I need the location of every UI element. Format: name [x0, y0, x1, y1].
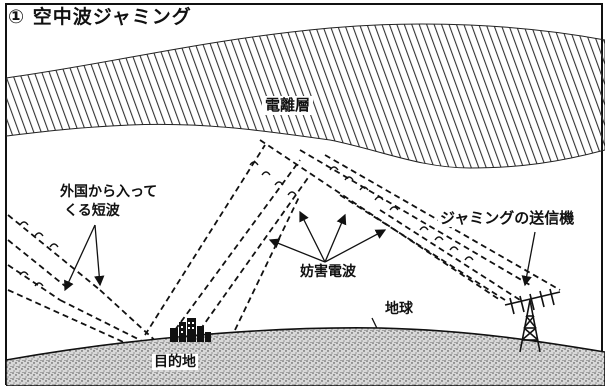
foreign-wave-3 — [7, 264, 61, 301]
foreign-wave-2 — [7, 239, 71, 291]
earth-label: 地球 — [385, 301, 413, 317]
sky-wave-up-1 — [144, 144, 266, 336]
diagram-title: ① 空中波ジャミング — [8, 6, 192, 28]
sky-wave-up-4 — [234, 194, 301, 331]
foreign-wave-label: 外国から入って くる短波 — [60, 183, 157, 221]
foreign-wave-1 — [7, 214, 101, 291]
sky-wave-up-2 — [174, 159, 301, 331]
sky-wave-down-5 — [379, 209, 521, 301]
foreign-wave-4 — [7, 289, 131, 346]
sky-wave-down-1 — [259, 139, 501, 301]
foreign-wave-6 — [99, 289, 161, 346]
foreign-wave-5 — [59, 299, 151, 346]
sky-wave-down-4 — [339, 194, 506, 301]
wave-crests — [19, 161, 474, 287]
city-icon — [170, 318, 211, 342]
jamming-transmitter-label: ジャミングの送信機 — [438, 209, 577, 227]
sky-wave-up-3 — [199, 174, 311, 331]
wave-paths — [7, 139, 561, 346]
foreign-wave-label-line2: くる短波 — [64, 203, 120, 219]
ionosphere-label: 電離層 — [262, 96, 314, 115]
sky-wave-down-2 — [299, 149, 531, 286]
foreign-wave-label-line1: 外国から入って — [60, 184, 158, 200]
destination-label: 目的地 — [152, 354, 198, 370]
earth-surface — [6, 327, 605, 386]
interference-wave-label: 妨害電波 — [300, 264, 356, 280]
transmitter-tower-icon — [504, 288, 561, 353]
